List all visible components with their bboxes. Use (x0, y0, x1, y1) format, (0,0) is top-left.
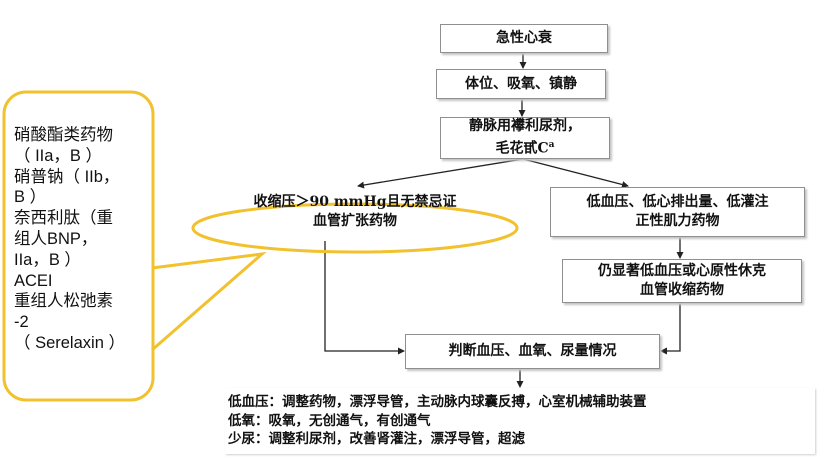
step2-drug: 毛花甙C (495, 140, 549, 157)
acute-heart-failure-box: 急性心衰 (440, 24, 608, 53)
step1-label: 体位、吸氧、镇静 (465, 75, 577, 92)
highlight-ellipse (191, 202, 519, 254)
right-branch-treatment: 正性肌力药物 (635, 213, 720, 229)
vasodilator-branch-box: 收缩压＞90 mmHg且无禁忌证 血管扩张药物 (225, 187, 485, 237)
callout-line: IIa，B ） (14, 250, 81, 269)
manage-oliguria: 少尿：调整利尿剂，改善肾灌注，漂浮导管，超滤 (228, 431, 525, 448)
diuretic-box: 静脉用襻利尿剂， 毛花甙Ca (440, 117, 610, 159)
vasopressor-box: 仍显著低血压或心原性休克 血管收缩药物 (562, 259, 802, 303)
assess-label: 判断血压、血氧、尿量情况 (448, 343, 617, 359)
shock-treatment: 血管收缩药物 (640, 282, 724, 298)
callout-shape (2, 90, 519, 402)
start-label: 急性心衰 (496, 30, 552, 46)
callout-line: 重组人松弛素 (14, 292, 113, 311)
left-branch-condition: 收缩压＞90 mmHg且无禁忌证 (253, 194, 457, 210)
inotrope-branch-box: 低血压、低心排出量、低灌注 正性肌力药物 (550, 187, 805, 237)
callout-line: （ IIa，B ） (14, 146, 103, 165)
callout-line: 硝酸酯类药物 (14, 126, 113, 144)
posture-oxygen-sedation-box: 体位、吸氧、镇静 (436, 69, 606, 99)
shock-condition: 仍显著低血压或心原性休克 (598, 263, 766, 279)
callout-line: 奈西利肽（重 (14, 209, 113, 228)
assessment-box: 判断血压、血氧、尿量情况 (405, 334, 660, 369)
step2-superscript: a (548, 140, 555, 151)
callout-line: 硝普钠（ IIb， (14, 167, 120, 186)
arrow-left-to-assess (324, 241, 405, 355)
left-branch-treatment: 血管扩张药物 (313, 213, 397, 229)
arrow-shock-to-assess (660, 303, 681, 355)
management-box: 低血压：调整药物，漂浮导管，主动脉内球囊反搏，心室机械辅助装置 低氧：吸氧，无创… (225, 388, 815, 454)
callout-box (2, 90, 155, 402)
arrow-diuretic-to-left (357, 158, 524, 189)
callout-line: ACEI (14, 271, 53, 290)
step2-line1: 静脉用襻利尿剂， (469, 118, 581, 135)
callout-line: 组人BNP， (14, 229, 98, 248)
callout-pointer (151, 251, 267, 352)
manage-hypotension: 低血压：调整药物，漂浮导管，主动脉内球囊反搏，心室机械辅助装置 (228, 394, 647, 411)
callout-line: B ） (14, 188, 47, 207)
right-branch-condition: 低血压、低心排出量、低灌注 (586, 194, 769, 210)
manage-hypoxia: 低氧：吸氧，无创通气，有创通气 (228, 412, 431, 429)
vasodilator-callout-text: 硝酸酯类药物 （ IIa，B ） 硝普钠（ IIb， B ） 奈西利肽（重 组人… (14, 125, 154, 354)
callout-line: （ Serelaxin ） (14, 333, 125, 352)
arrow-diuretic-to-right (522, 158, 629, 188)
callout-line: -2 (14, 313, 29, 332)
step2-line2: 毛花甙Ca (496, 136, 555, 159)
